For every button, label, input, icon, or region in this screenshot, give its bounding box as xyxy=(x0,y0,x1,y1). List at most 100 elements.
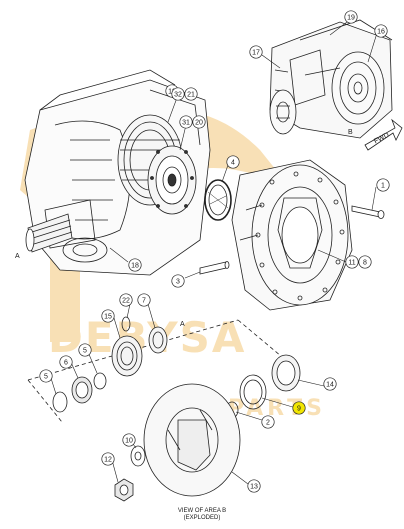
callout-bubble xyxy=(226,155,240,169)
callout-c14: 14 xyxy=(323,377,337,391)
callout-bubble xyxy=(184,87,198,101)
callout-c1: 1 xyxy=(376,178,390,192)
callout-label: 1 xyxy=(381,183,385,190)
callout-bubble xyxy=(119,293,133,307)
callout-bubble xyxy=(101,309,115,323)
callout-label: 5 xyxy=(44,374,48,381)
callout-c9: 9 xyxy=(292,401,306,415)
callout-label: 16 xyxy=(377,29,385,36)
callout-label: 17 xyxy=(252,50,260,57)
callout-c6: 6 xyxy=(59,355,73,369)
callout-label: 19 xyxy=(347,15,355,22)
callout-label: 32 xyxy=(174,92,182,99)
callout-label: 8 xyxy=(363,260,367,267)
callout-bubble xyxy=(122,433,136,447)
callout-c21: 21 xyxy=(184,87,198,101)
callout-bubble xyxy=(249,45,263,59)
bolt-1 xyxy=(351,205,385,219)
callout-bubble xyxy=(374,24,388,38)
yoke-flange-13 xyxy=(143,383,241,497)
dowel-pin-3 xyxy=(199,261,230,275)
callout-c19: 19 xyxy=(344,10,358,24)
ring-22 xyxy=(121,316,131,332)
callout-bubble xyxy=(128,258,142,272)
callout-bubble xyxy=(292,401,306,415)
label-b: B xyxy=(348,129,353,136)
callout-c10: 10 xyxy=(122,433,136,447)
callout-label: 13 xyxy=(250,484,258,491)
callout-label: 9 xyxy=(297,406,301,413)
leader-lines xyxy=(49,21,378,485)
fwd-label: FWD xyxy=(373,132,390,146)
callout-bubble xyxy=(171,274,185,288)
callout-label: 20 xyxy=(195,120,203,127)
callout-label: 31 xyxy=(182,120,190,127)
fwd-arrow-icon xyxy=(364,118,403,151)
callout-label: 5 xyxy=(83,348,87,355)
callout-label: 18 xyxy=(131,263,139,270)
callout-c11: 11 xyxy=(345,255,359,269)
output-shaft xyxy=(25,213,73,253)
bearing-assembly-31-20 xyxy=(147,145,197,215)
callout-label: 11 xyxy=(348,260,355,267)
callout-bubble xyxy=(323,377,337,391)
nut-12 xyxy=(114,478,134,502)
watermark-brand-top: DEBYSA xyxy=(48,313,246,362)
callout-bubble xyxy=(39,369,53,383)
o-ring-5b xyxy=(93,372,107,390)
callout-bubble xyxy=(59,355,73,369)
snap-ring-4 xyxy=(204,179,232,221)
callout-c3: 3 xyxy=(171,274,185,288)
label-a-right: A xyxy=(180,321,185,328)
callout-label: 3 xyxy=(176,279,180,286)
callout-c22: 22 xyxy=(119,293,133,307)
callout-bubble xyxy=(179,115,193,129)
callout-c5a: 5 xyxy=(39,369,53,383)
callout-bubble xyxy=(345,255,359,269)
callout-bubble xyxy=(78,343,92,357)
callout-bubble xyxy=(171,87,185,101)
callout-label: 7 xyxy=(142,298,146,305)
callout-bubble xyxy=(247,479,261,493)
callout-c18b: 18 xyxy=(128,258,142,272)
callout-c7: 7 xyxy=(137,293,151,307)
washer-10 xyxy=(130,445,146,467)
callout-bubble xyxy=(358,255,372,269)
callout-label: 15 xyxy=(104,314,112,321)
callout-c15: 15 xyxy=(101,309,115,323)
caption-line-2: (EXPLODED) xyxy=(183,515,221,521)
callout-label: 2 xyxy=(266,420,270,427)
seal-7 xyxy=(148,326,168,354)
seal-6 xyxy=(71,376,93,404)
label-a-left: A xyxy=(15,253,20,260)
exploded-view-frame xyxy=(27,319,301,423)
callout-c4: 4 xyxy=(226,155,240,169)
callout-label: 4 xyxy=(231,160,235,167)
callouts: 1916171832213120411811832271565514921012… xyxy=(39,10,390,493)
callout-bubble xyxy=(261,415,275,429)
callout-c32: 32 xyxy=(171,87,185,101)
callout-bubble xyxy=(137,293,151,307)
cover-plate xyxy=(231,159,353,311)
callout-bubble xyxy=(344,10,358,24)
callout-label: 10 xyxy=(125,438,133,445)
callout-bubble xyxy=(376,178,390,192)
callout-c31: 31 xyxy=(179,115,193,129)
callout-bubble xyxy=(101,452,115,466)
callout-c5b: 5 xyxy=(78,343,92,357)
callout-c13: 13 xyxy=(247,479,261,493)
callout-label: 6 xyxy=(64,360,68,367)
callout-c2: 2 xyxy=(261,415,275,429)
retainer-14 xyxy=(271,354,301,392)
bearing-15 xyxy=(111,335,143,377)
watermark-brand-bottom: PARTS xyxy=(228,396,326,421)
caption-line-1: VIEW OF AREA B xyxy=(177,508,227,514)
callout-label: 12 xyxy=(104,457,112,464)
o-ring-5a xyxy=(52,391,68,413)
callout-bubble xyxy=(192,115,206,129)
callout-c12: 12 xyxy=(101,452,115,466)
callout-c16: 16 xyxy=(374,24,388,38)
callout-label: 14 xyxy=(326,382,334,389)
callout-c17: 17 xyxy=(249,45,263,59)
